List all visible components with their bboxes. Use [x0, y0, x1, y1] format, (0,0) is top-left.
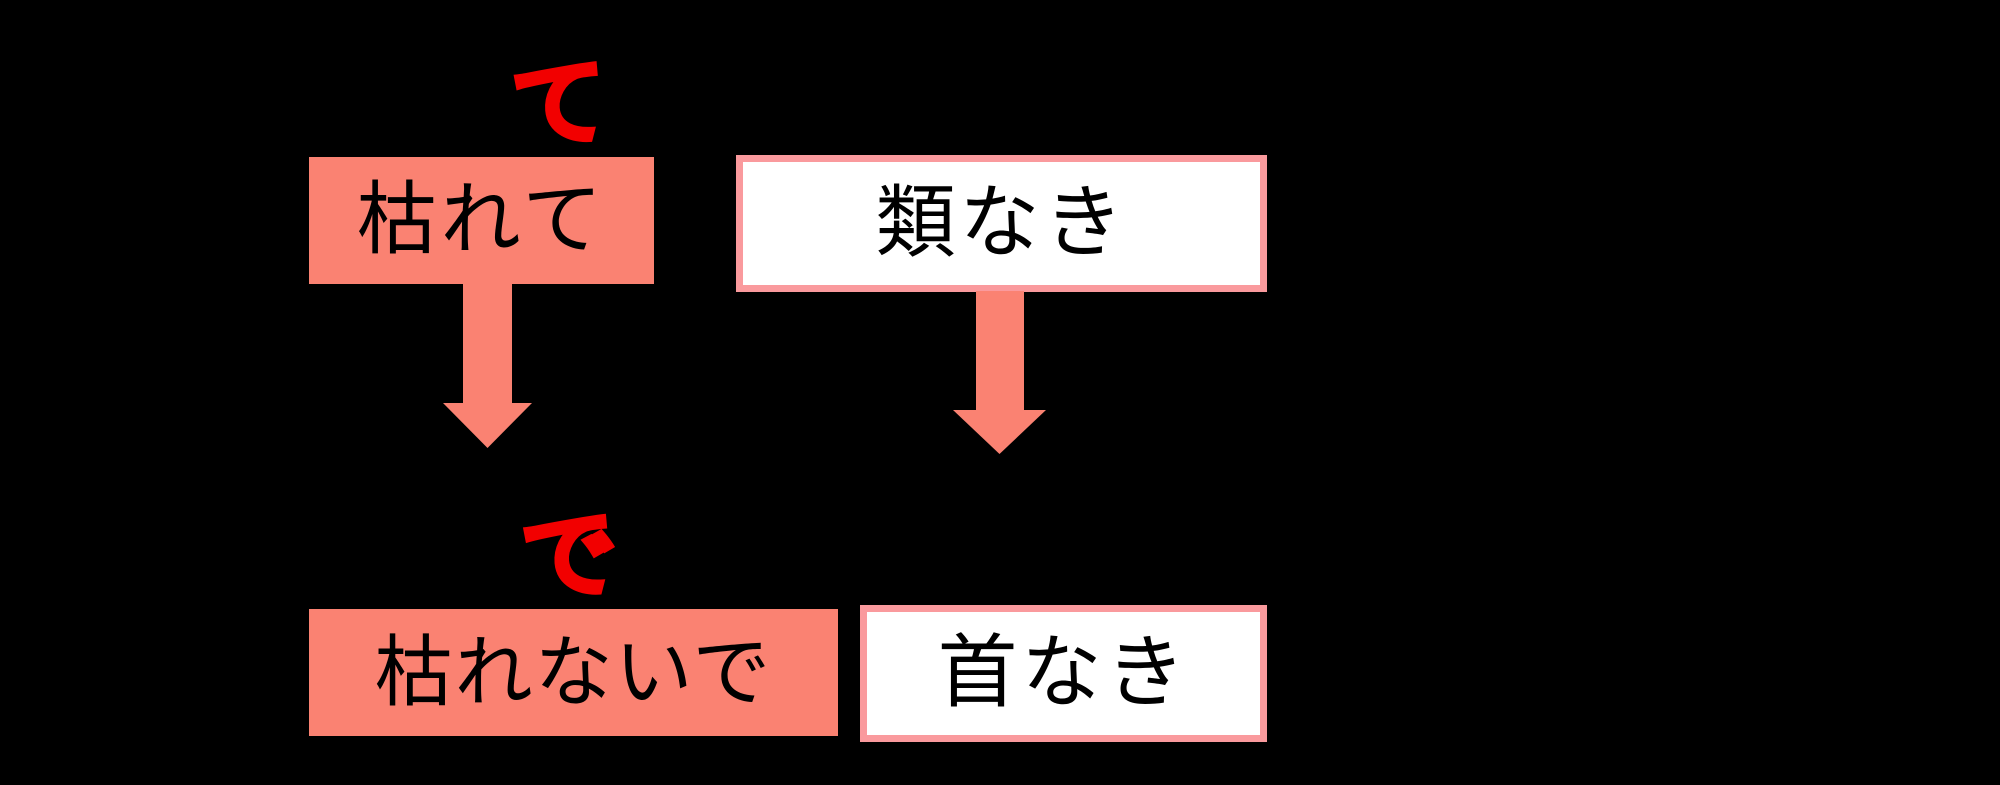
- te-handwritten-annotation: て: [505, 43, 614, 167]
- ruinaki-box: 類なき: [736, 155, 1267, 292]
- left-down-arrow-head: [443, 403, 532, 448]
- right-down-arrow-head: [953, 410, 1046, 454]
- right-down-arrow-stem: [976, 291, 1024, 411]
- de-handwritten-annotation: で: [515, 495, 624, 619]
- karenaide-box: 枯れないで: [309, 609, 838, 736]
- karete-box: 枯れて: [309, 157, 654, 284]
- kubinaki-box: 首なき: [860, 605, 1267, 742]
- left-down-arrow-stem: [463, 283, 512, 404]
